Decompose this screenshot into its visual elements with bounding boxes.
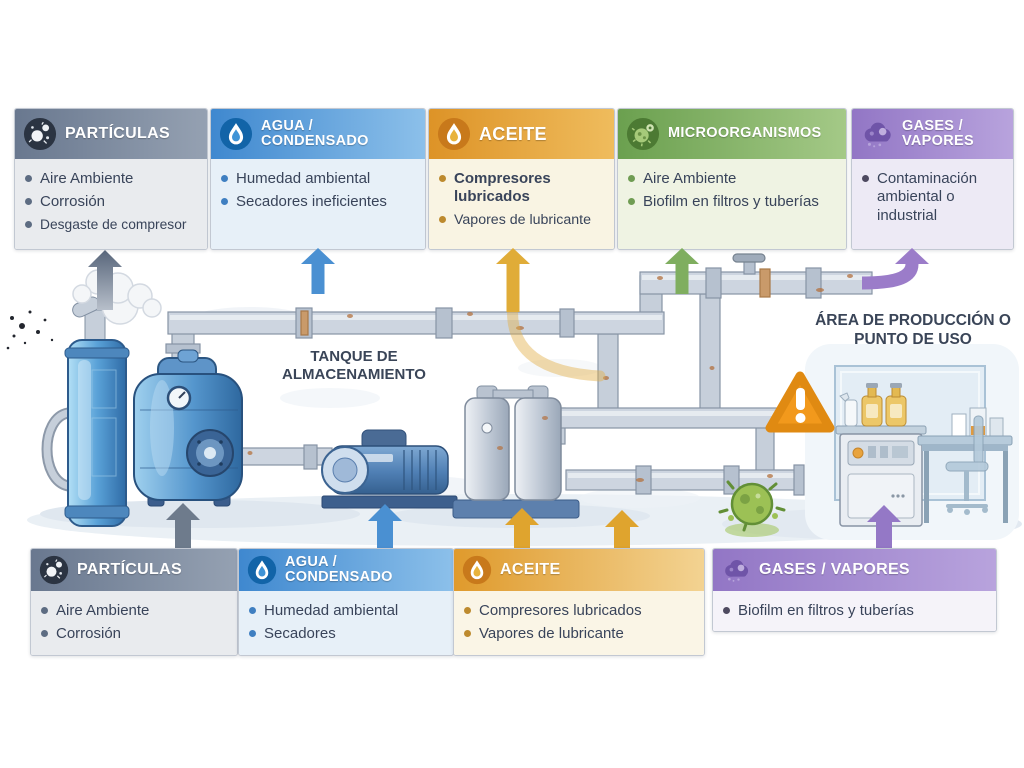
rust-spots: [247, 274, 853, 482]
intake-filter-tank: [41, 296, 130, 527]
warning-triangle-icon: [765, 371, 835, 433]
arrow-up-gases: [895, 248, 929, 264]
dryer-filter-towers: [452, 385, 580, 519]
card-bottom-aceite: ACEITE Compresores lubricados Vapores de…: [453, 548, 705, 656]
card-top-gases: GASES / VAPORES Contaminación ambiental …: [851, 108, 1014, 250]
microbe-icon: [626, 117, 660, 151]
card-header-aceite: ACEITE: [429, 109, 614, 159]
card-header-microorganismos: MICROORGANISMOS: [618, 109, 846, 159]
card-title: PARTÍCULAS: [77, 560, 182, 578]
list-item: Compresores lubricados: [462, 600, 696, 623]
card-header-gases: GASES / VAPORES: [713, 549, 996, 591]
smoke-plume: [72, 269, 162, 325]
card-header-gases: GASES / VAPORES: [852, 109, 1013, 159]
card-title: GASES / VAPORES: [759, 560, 910, 578]
card-title: ACEITE: [479, 123, 547, 144]
product-bottles: [839, 383, 907, 427]
list-item: Biofilm en filtros y tuberías: [721, 600, 988, 623]
list-item: Secadores ineficientes: [219, 191, 417, 214]
gas-cloud-icon: [860, 117, 894, 151]
arrow-up-agua: [301, 248, 335, 264]
arrow-bottom-aceite-1: [505, 508, 539, 550]
production-area: [805, 344, 1019, 540]
microbe-blob: [718, 480, 786, 537]
list-item: Desgaste de compresor: [23, 215, 199, 237]
list-item: Aire Ambiente: [39, 600, 229, 623]
list-item: Contaminación ambiental o industrial: [860, 168, 1005, 228]
card-header-agua: AGUA / CONDENSADO: [211, 109, 425, 159]
list-item: Humedad ambiental: [219, 168, 417, 191]
office-chair: [945, 415, 989, 515]
list-item: Compresores lubricados: [437, 168, 606, 210]
card-bottom-particulas: PARTÍCULAS Aire Ambiente Corrosión: [30, 548, 238, 656]
arrow-bottom-gases: [867, 505, 901, 550]
card-top-aceite: ACEITE Compresores lubricados Vapores de…: [428, 108, 615, 250]
card-top-agua: AGUA / CONDENSADO Humedad ambiental Seca…: [210, 108, 426, 250]
list-item: Biofilm en filtros y tuberías: [626, 191, 838, 214]
card-title: MICROORGANISMOS: [668, 125, 822, 142]
arrow-bottom-agua: [368, 504, 402, 550]
list-item: Corrosión: [39, 623, 229, 646]
card-title: AGUA / CONDENSADO: [261, 117, 369, 149]
arrow-up-microorganismos: [665, 248, 699, 264]
card-title: PARTÍCULAS: [65, 124, 170, 142]
card-title: GASES / VAPORES: [902, 117, 974, 149]
tank-flange-dial: [186, 429, 234, 477]
card-top-particulas: PARTÍCULAS Aire Ambiente Corrosión Desga…: [14, 108, 208, 250]
water-drop-icon: [247, 555, 277, 585]
card-header-particulas: PARTÍCULAS: [31, 549, 237, 591]
arrow-up-aceite: [496, 248, 530, 264]
flow-arrows: [88, 248, 929, 550]
list-item: Vapores de lubricante: [437, 210, 606, 232]
arrow-up-particulas: [88, 250, 122, 310]
oil-drop-icon: [437, 117, 471, 151]
valve: [732, 253, 766, 275]
card-bottom-agua: AGUA / CONDENSADO Humedad ambiental Seca…: [238, 548, 454, 656]
storage-tank-label: TANQUE DE ALMACENAMIENTO: [282, 348, 426, 384]
arrow-bottom-aceite-2: [605, 510, 639, 550]
list-item: Humedad ambiental: [247, 600, 445, 623]
list-item: Aire Ambiente: [23, 168, 199, 191]
water-drop-icon: [219, 117, 253, 151]
gas-cloud-icon: [721, 555, 751, 585]
particles-icon: [23, 117, 57, 151]
production-area-label: ÁREA DE PRODUCCIÓN O PUNTO DE USO: [815, 312, 1011, 348]
compressor-unit: [321, 429, 458, 509]
list-item: Corrosión: [23, 191, 199, 214]
card-title: ACEITE: [500, 560, 561, 578]
card-header-agua: AGUA / CONDENSADO: [239, 549, 453, 591]
oil-drop-icon: [462, 555, 492, 585]
storage-tank: [133, 349, 243, 507]
list-item: Vapores de lubricante: [462, 623, 696, 646]
particles-icon: [39, 555, 69, 585]
machine-cabinet: [835, 425, 927, 527]
card-header-aceite: ACEITE: [454, 549, 704, 591]
compressed-air-system-illustration: [6, 248, 1022, 550]
list-item: Secadores: [247, 623, 445, 646]
pressure-gauge: [166, 385, 192, 411]
card-title: AGUA / CONDENSADO: [285, 553, 393, 585]
card-header-particulas: PARTÍCULAS: [15, 109, 207, 159]
arrow-bottom-particulas: [166, 503, 200, 550]
airborne-particles: [6, 310, 54, 350]
card-top-microorganismos: MICROORGANISMOS Aire Ambiente Biofilm en…: [617, 108, 847, 250]
oil-flow-trail: [507, 298, 606, 382]
card-bottom-gases: GASES / VAPORES Biofilm en filtros y tub…: [712, 548, 997, 633]
list-item: Aire Ambiente: [626, 168, 838, 191]
